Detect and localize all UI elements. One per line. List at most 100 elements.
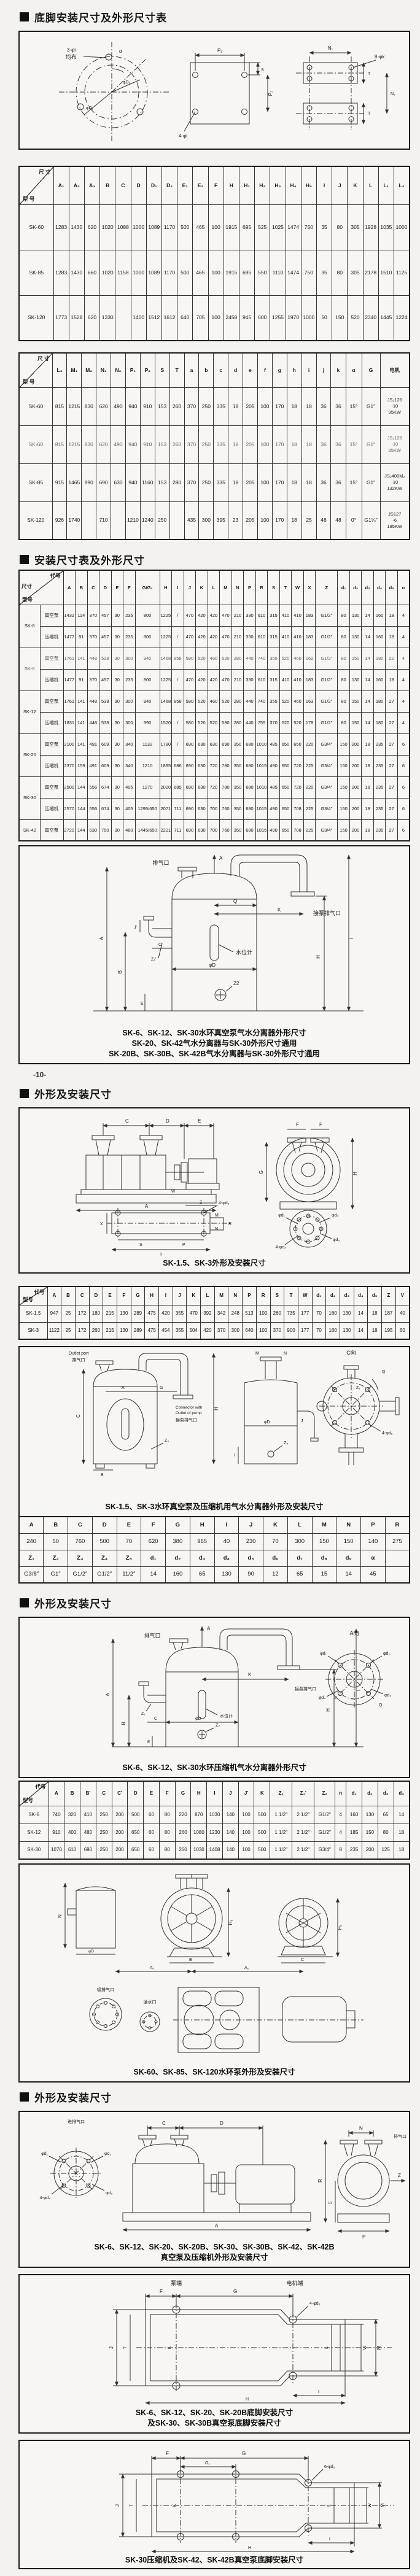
cell: 160 <box>325 1321 340 1340</box>
cell: 940 <box>125 425 141 464</box>
cell: 14 <box>361 625 374 648</box>
dim-label: W <box>368 2503 372 2507</box>
dim-label: A <box>207 1626 211 1631</box>
cell: 70 <box>116 1533 142 1550</box>
cell: 130 <box>349 604 362 627</box>
cell: 60 <box>395 1321 410 1340</box>
cell: 14 <box>393 1805 410 1824</box>
connector-label-en1: Connector with <box>176 1406 203 1410</box>
cell: 520 <box>219 647 232 670</box>
cell: 178 <box>303 711 316 734</box>
cell: 685 <box>171 776 184 799</box>
cell: H₅ <box>300 166 317 205</box>
cell: 18 <box>228 425 244 464</box>
cell: 405 <box>123 776 136 799</box>
dim-label: P₂ <box>268 91 273 96</box>
cell: G <box>165 1516 190 1534</box>
cell: 538 <box>99 690 112 713</box>
dim-label: H <box>316 955 321 959</box>
cell: D <box>88 1286 104 1305</box>
cell: 610 <box>255 604 268 627</box>
cell: 150 <box>332 295 348 341</box>
cell: SK-60 <box>18 204 54 250</box>
cell: 1408 <box>206 1841 223 1860</box>
figure-separator-compressor: 排气口 A K 接泵排气口 H I Z₁ C A <box>18 1617 410 1778</box>
cell: 18 <box>228 463 244 502</box>
cell: 650 <box>127 1841 144 1860</box>
cell: 1780 <box>159 733 173 756</box>
cell: 538 <box>99 711 112 734</box>
cell: 858 <box>171 647 184 670</box>
dim-label: M <box>255 1352 259 1356</box>
dim-label: H <box>214 1407 219 1410</box>
cell: 1035 <box>378 204 394 250</box>
cell: SK-120 <box>18 501 53 540</box>
cell: 680 <box>243 733 256 756</box>
drawing: 排气口 A K 接泵排气口 H I Z₁ C A <box>105 1626 391 1747</box>
cell: Z <box>381 1286 396 1305</box>
dim-label: Z₂ <box>216 1723 220 1728</box>
cell: 2071 <box>159 797 173 820</box>
cell: 30 <box>111 711 124 734</box>
dim-label: S <box>329 2201 333 2204</box>
cell: B <box>43 1516 68 1534</box>
cell: k <box>330 352 346 388</box>
cell: 1400 <box>130 295 147 341</box>
cell: 170 <box>271 425 287 464</box>
cell: 858 <box>171 690 184 713</box>
cell: P <box>243 570 256 605</box>
cell: 36 <box>316 387 332 426</box>
cell: 代号型号 <box>18 1781 49 1806</box>
cell: 150 <box>336 1533 361 1550</box>
cell: d₉ <box>336 1549 361 1567</box>
cell: 520 <box>195 690 208 713</box>
dim-label: T <box>130 2504 134 2507</box>
cell <box>169 501 185 540</box>
figure-caption: SK-6、SK-12、SK-30水环真空泵气水分离器外形尺寸 <box>122 1029 306 1037</box>
cell: 2720 <box>63 819 76 841</box>
cell: 1089 <box>146 204 162 250</box>
cell: 610 <box>255 668 268 691</box>
dim-label: N <box>57 1914 63 1918</box>
cell: 150 <box>337 797 350 820</box>
cell: H <box>190 1781 208 1806</box>
cell: W <box>297 1286 313 1305</box>
cell: 2 1/2″ <box>292 1841 315 1860</box>
cell: Z₁ <box>18 1549 44 1567</box>
figure-caption: 及SK-30、SK-30B真空泵底脚安装尺寸 <box>147 2419 281 2427</box>
cell: 556 <box>87 797 100 820</box>
cell: 315 <box>267 625 280 648</box>
cell: 620 <box>141 1533 166 1550</box>
cell: 170 <box>271 501 287 540</box>
cell: SK-6 <box>18 647 41 691</box>
figure-baseplate-6hole: F G G₁ 6-φd₅ J T K L <box>18 2440 410 2569</box>
dim-label: G <box>259 1170 264 1174</box>
cell: 100 <box>208 249 224 296</box>
cell: 680 <box>243 819 256 841</box>
cell: SK-12 <box>18 690 41 734</box>
cell: 30 <box>111 797 124 820</box>
dim-label: P₁ <box>217 48 222 53</box>
cell: 1000 <box>300 295 317 341</box>
baseplate-drawing: F G G₁ 6-φd₅ J T K L <box>115 2451 394 2553</box>
cell: 205 <box>243 387 258 426</box>
cell: 140 <box>222 1823 239 1842</box>
cell: V <box>395 1286 410 1305</box>
cell: 205 <box>243 425 258 464</box>
cell: d₄ <box>393 1781 410 1806</box>
cell: 18 <box>393 1841 410 1860</box>
cell: D₂ <box>161 166 178 205</box>
cell: 25 <box>61 1321 76 1340</box>
cell: 23 <box>228 501 244 540</box>
cell: G1/2″ <box>68 1566 93 1584</box>
cell: 289 <box>130 1321 146 1340</box>
drawing: C D E A W Z F F G H <box>76 1118 358 1257</box>
cell: S <box>154 352 170 388</box>
cell: 18 <box>367 1304 382 1323</box>
pump-end-label: 泵端 <box>171 2280 182 2286</box>
cell: d₈ <box>311 1549 337 1567</box>
